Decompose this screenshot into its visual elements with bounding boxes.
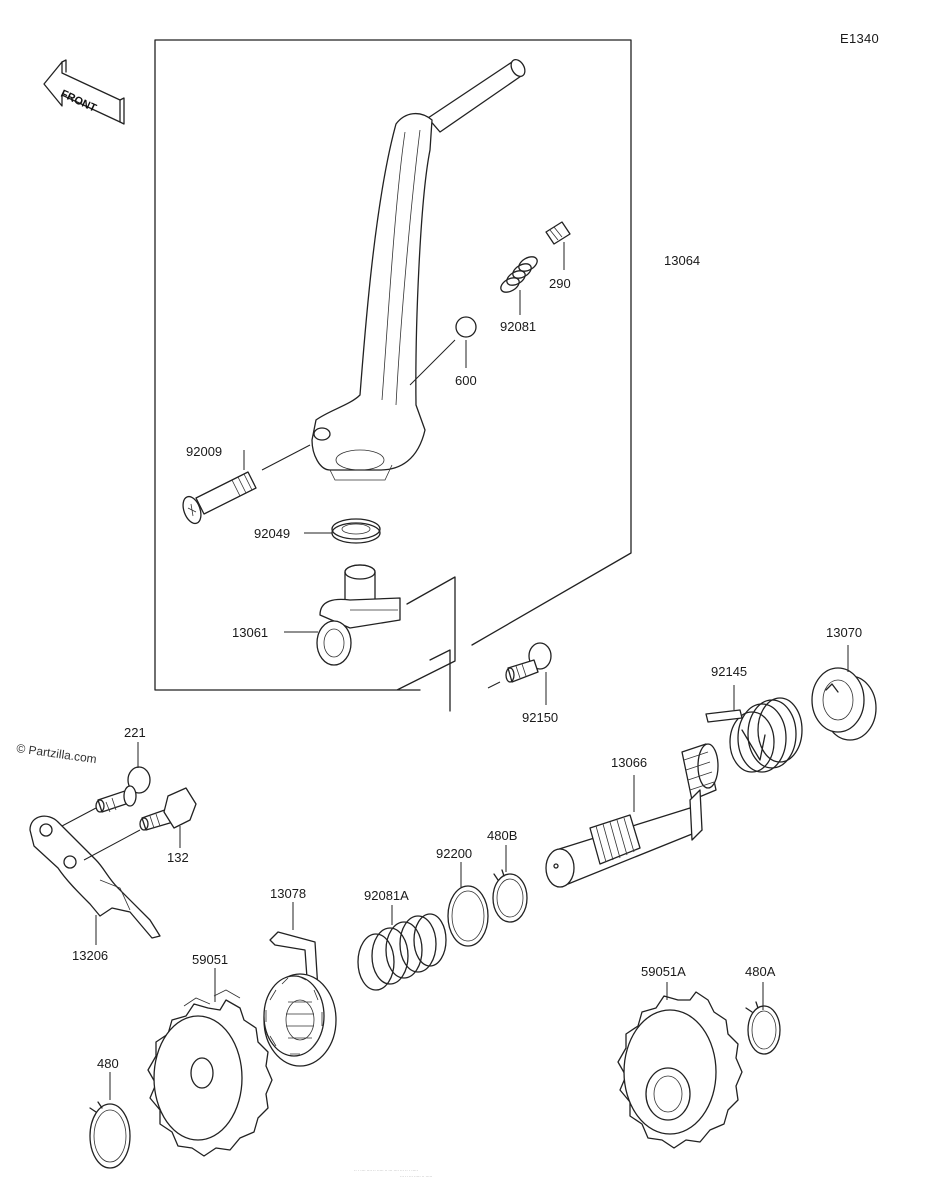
assembly-boundary-13064 xyxy=(154,39,632,691)
part-480A-circlip xyxy=(745,982,781,1055)
label-480A: 480A xyxy=(745,964,776,979)
part-92200-washer xyxy=(447,862,489,947)
part-92049-washer xyxy=(331,518,381,544)
part-600-ball xyxy=(409,316,477,386)
part-221-washer xyxy=(127,742,151,794)
label-480B: 480B xyxy=(487,828,517,843)
footer-line-1: ·· · ···· ···· ·· ····· ·· ··· ···· ··· … xyxy=(354,1168,418,1173)
label-13064: 13064 xyxy=(664,253,700,268)
kick-pedal-lever xyxy=(311,58,526,481)
part-13066-shaft xyxy=(545,743,719,888)
label-92145: 92145 xyxy=(711,664,747,679)
label-92049: 92049 xyxy=(254,526,290,541)
part-92145-spring xyxy=(705,685,803,773)
part-13078-ratchet xyxy=(263,902,337,1067)
label-221: 221 xyxy=(124,725,146,740)
label-59051: 59051 xyxy=(192,952,228,967)
part-480-circlip xyxy=(89,1072,131,1169)
part-92009-bolt xyxy=(182,444,311,525)
part-92150-bolt xyxy=(487,642,552,705)
part-92081A-spring xyxy=(357,905,447,991)
boundary-step xyxy=(429,649,451,712)
part-132-bolt xyxy=(95,785,197,848)
footer-line-2: ··· ·· ··· ····· ·· ····· xyxy=(400,1174,432,1179)
label-13078: 13078 xyxy=(270,886,306,901)
label-600: 600 xyxy=(455,373,477,388)
label-92200: 92200 xyxy=(436,846,472,861)
label-13206: 13206 xyxy=(72,948,108,963)
part-13061-boss xyxy=(316,564,401,666)
part-92081-spring xyxy=(500,256,538,315)
label-290: 290 xyxy=(549,276,571,291)
front-arrow-icon: FRONT xyxy=(43,59,125,125)
label-13061: 13061 xyxy=(232,625,268,640)
label-92081A: 92081A xyxy=(364,888,409,903)
part-290-pin xyxy=(545,221,571,270)
label-132: 132 xyxy=(167,850,189,865)
part-59051A-gear xyxy=(617,982,743,1149)
part-59051-gear xyxy=(147,968,273,1157)
label-13070: 13070 xyxy=(826,625,862,640)
label-92009: 92009 xyxy=(186,444,222,459)
label-59051A: 59051A xyxy=(641,964,686,979)
part-13070-collar xyxy=(811,645,877,741)
label-480: 480 xyxy=(97,1056,119,1071)
part-480B-circlip xyxy=(492,845,528,923)
label-92150: 92150 xyxy=(522,710,558,725)
label-13066: 13066 xyxy=(611,755,647,770)
watermark: © Partzilla.com xyxy=(16,741,98,766)
label-92081: 92081 xyxy=(500,319,536,334)
part-13206-plate xyxy=(29,807,161,945)
diagram-code: E1340 xyxy=(840,31,879,46)
